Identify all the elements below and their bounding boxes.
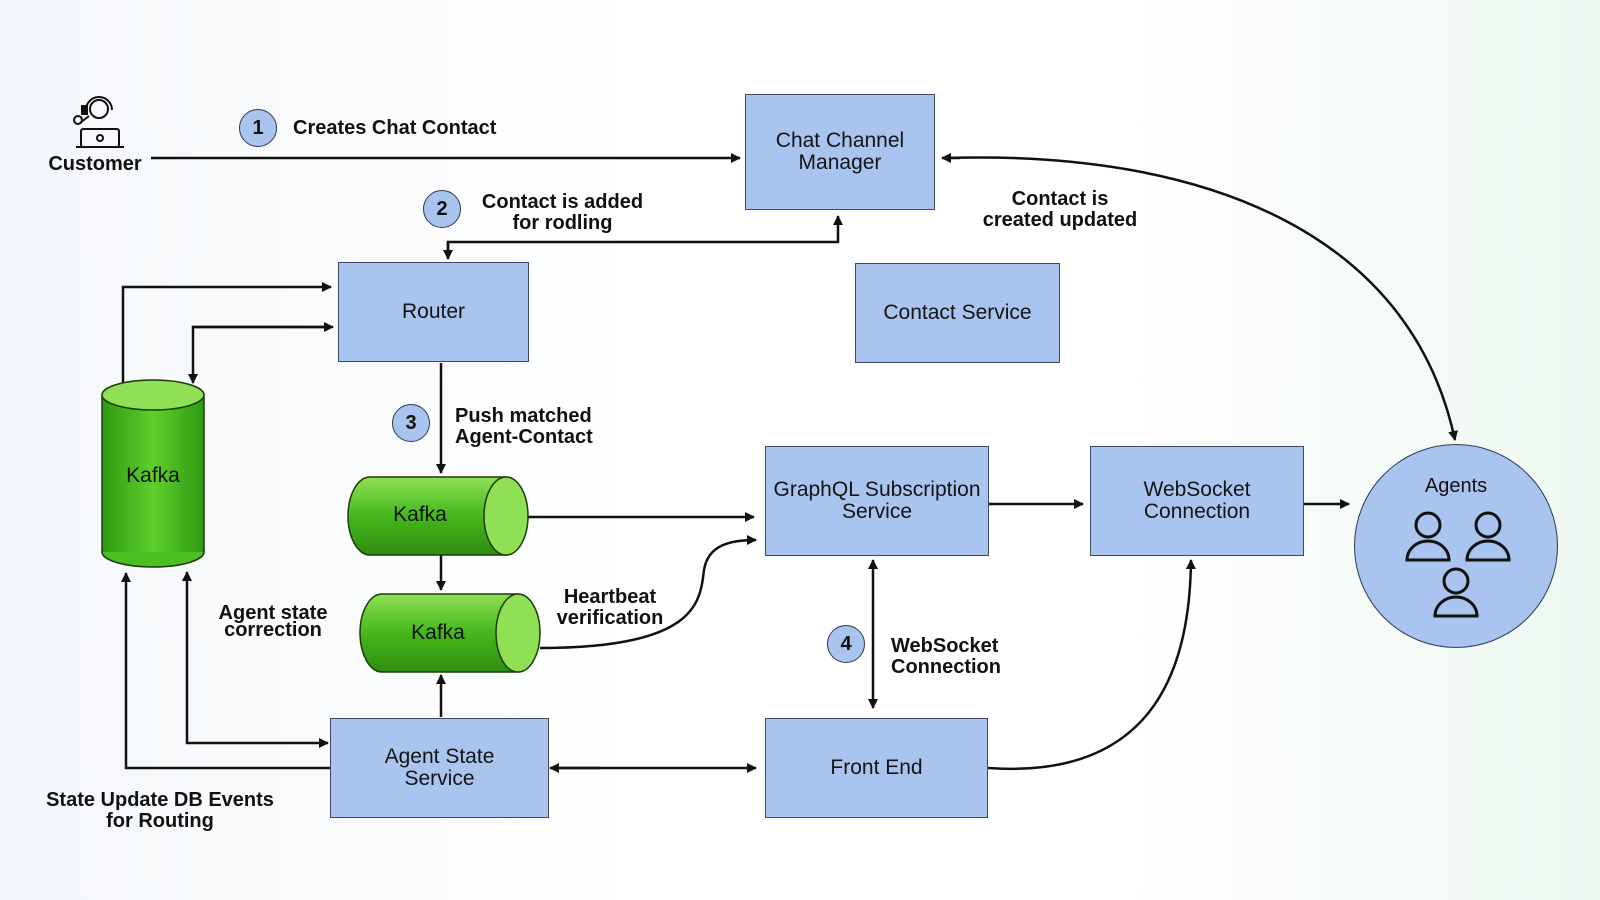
chat-channel-manager-label: Chat Channel Manager bbox=[775, 129, 905, 174]
edge-router-to-kafka-left bbox=[188, 325, 331, 384]
graphql-subscription-service-node: GraphQL Subscription Service bbox=[765, 446, 989, 556]
graphql-subscription-service-label: GraphQL Subscription Service bbox=[773, 478, 981, 523]
chat-channel-manager-node: Chat Channel Manager bbox=[745, 94, 935, 210]
step-2-badge: 2 bbox=[423, 190, 461, 228]
agent-state-correction-label: Agent state correction bbox=[218, 602, 328, 641]
websocket-connection-label: WebSocket Connection bbox=[1143, 478, 1251, 523]
kafka-left-cylinder bbox=[101, 379, 205, 568]
front-end-node: Front End bbox=[765, 718, 988, 818]
contact-service-label: Contact Service bbox=[883, 301, 1032, 324]
edges bbox=[121, 153, 1458, 773]
edge-chat-manager-agents bbox=[944, 156, 1458, 441]
step-1-label: Creates Chat Contact bbox=[293, 117, 497, 139]
state-update-label: State Update DB Events for Routing bbox=[46, 789, 274, 832]
router-label: Router bbox=[401, 300, 466, 323]
kafka-top-cylinder bbox=[347, 476, 529, 556]
kafka-bottom-label: Kafka bbox=[411, 621, 465, 644]
step-3-badge: 3 bbox=[392, 404, 430, 442]
step-4-badge: 4 bbox=[827, 625, 865, 663]
edge-agent-state-correction bbox=[185, 573, 329, 748]
edge-front-end-to-websocket bbox=[987, 559, 1196, 771]
kafka-bottom-cylinder bbox=[359, 593, 541, 673]
edge-state-update-db bbox=[121, 572, 330, 770]
agents-node: Agents bbox=[1354, 444, 1558, 648]
front-end-label: Front End bbox=[830, 756, 923, 779]
step-4-label: WebSocket Connection bbox=[891, 635, 1001, 678]
websocket-connection-node: WebSocket Connection bbox=[1090, 446, 1304, 556]
edge-kafka-left-to-router bbox=[121, 282, 332, 385]
contact-updated-label: Contact is created updated bbox=[982, 188, 1138, 231]
customer-headset-laptop-icon bbox=[73, 96, 124, 148]
router-node: Router bbox=[338, 262, 529, 362]
contact-service-node: Contact Service bbox=[855, 263, 1060, 363]
kafka-top-label: Kafka bbox=[393, 503, 447, 526]
agents-label: Agents bbox=[1424, 475, 1488, 497]
agent-state-service-label: Agent State Service bbox=[384, 745, 495, 790]
customer-label: Customer bbox=[48, 153, 142, 175]
people-group-icon bbox=[1405, 511, 1511, 618]
heartbeat-label: Heartbeat verification bbox=[556, 586, 664, 629]
agent-state-service-node: Agent State Service bbox=[330, 718, 549, 818]
kafka-left-label: Kafka bbox=[126, 464, 180, 487]
step-1-badge: 1 bbox=[239, 109, 277, 147]
step-3-label: Push matched Agent-Contact bbox=[455, 405, 593, 448]
edge-heartbeat bbox=[539, 535, 757, 650]
step-2-label: Contact is added for rodling bbox=[481, 191, 644, 234]
